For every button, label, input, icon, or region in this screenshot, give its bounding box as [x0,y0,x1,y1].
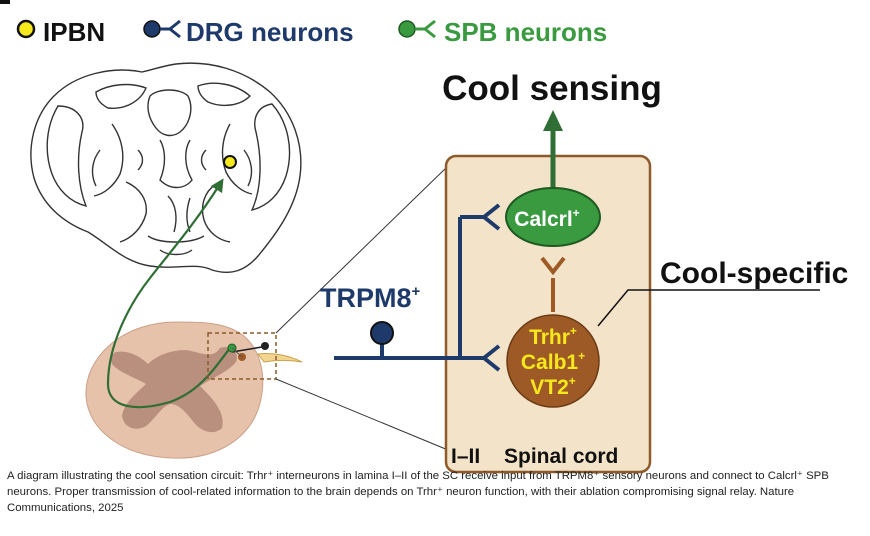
spb-legend-icon [398,19,436,39]
zoom-connector-top [275,165,449,334]
dorsal-root-entry [227,342,303,363]
trpm8-label: TRPM8+ [320,283,421,313]
zoom-connector-bottom [275,378,449,451]
brainstem-section [30,62,302,274]
trhr-label: Trhr+ [529,324,577,349]
trhr-interneuron [506,314,600,408]
vt2-label: VT2+ [530,374,576,399]
figure-caption: A diagram illustrating the cool sensatio… [7,470,829,514]
trpm8-neuron-soma [370,321,394,345]
drg-legend-icon [143,19,181,39]
calcrl-label: Calcrl+ [514,206,579,231]
lamina-label: I–II [451,445,480,468]
calb1-label: Calb1+ [521,349,585,374]
legend-spb-label: SPB neurons [444,17,607,47]
calcrl-neuron [505,187,601,247]
cool-sensing-arrowhead [543,110,563,131]
legend-drg-label: DRG neurons [186,17,354,47]
legend-ipbn-label: IPBN [43,17,105,47]
spinal-cord-inset [444,154,652,474]
corner-fragment [0,0,10,4]
cool-sensing-label: Cool sensing [442,69,662,108]
spb-projection-fiber [106,178,231,409]
ipbn-target [223,155,237,169]
cool-specific-leader [597,289,820,327]
ipbn-legend-icon [16,19,36,39]
spinal-cord-label: Spinal cord [504,445,618,468]
spinal-cord-section [85,321,264,459]
zoom-region-box [207,332,277,380]
legend: IPBN DRG neurons SPB neurons [16,17,607,47]
trpm8-afferent [334,203,501,372]
trhr-calcrl-synapse [540,256,566,312]
cool-specific-label: Cool-specific [660,257,848,290]
